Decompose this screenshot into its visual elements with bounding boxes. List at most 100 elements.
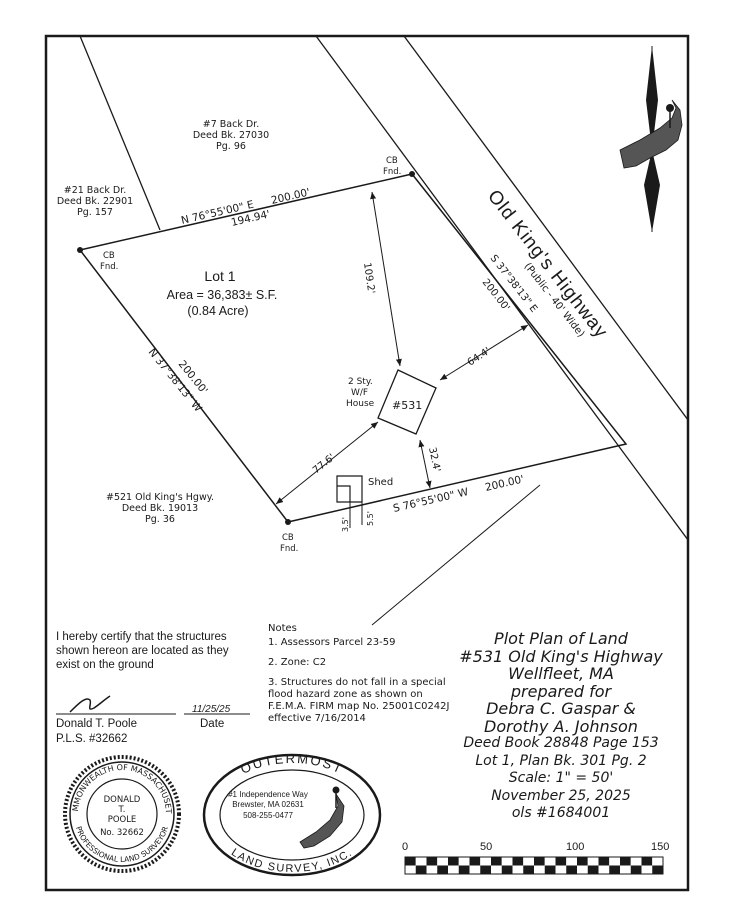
- cb-marker-nw: [77, 247, 83, 253]
- offset-arrow-77: [275, 421, 379, 505]
- scale-bar-segment: [587, 857, 599, 866]
- shed-label: Shed: [368, 477, 393, 488]
- offset-label-77: 77.6': [311, 452, 337, 476]
- scale-bar-segment: [426, 865, 438, 874]
- scale-bar-segment: [652, 857, 663, 866]
- scale-bar-segment: [609, 865, 620, 874]
- note-2: 2. Zone: C2: [268, 657, 327, 668]
- south-bearing: S 76°55'00" W: [392, 486, 470, 515]
- scale-bar-segment: [566, 865, 577, 874]
- lot-area: Area = 36,383± S.F.: [167, 288, 278, 302]
- scale-bar-segment: [458, 865, 470, 874]
- house-label-2: W/F: [351, 388, 368, 398]
- offset-label-109: 109.2': [361, 262, 376, 295]
- scale-bar-segment: [426, 857, 438, 866]
- parcel-521-line1: #521 Old King's Hgwy.: [106, 492, 214, 503]
- house-footprint: [377, 369, 437, 435]
- road-line-east: [403, 37, 687, 420]
- title-line-3: Wellfleet, MA: [508, 664, 614, 683]
- scale-bar-segment: [448, 865, 459, 874]
- scale-bar-segment: [415, 857, 427, 866]
- scale-label-0: 0: [402, 841, 408, 853]
- scale-bar-segment: [587, 865, 599, 874]
- scale-bar-segment: [523, 857, 534, 866]
- scale-bar-segment: [458, 857, 470, 866]
- fnd-label-ne: Fnd.: [383, 167, 401, 177]
- title-line-1: Plot Plan of Land: [494, 629, 628, 648]
- scale-bar-segment: [437, 865, 448, 874]
- scale-bar-segment: [480, 857, 491, 866]
- scale-bar-segment: [652, 865, 663, 874]
- lot-acre: (0.84 Acre): [187, 304, 248, 318]
- scale-bar-segment: [620, 857, 631, 866]
- certification-text: I hereby certify that the structures sho…: [56, 631, 229, 671]
- parcel-7-line1: #7 Back Dr.: [203, 119, 259, 130]
- parcel-21-line2: Deed Bk. 22901: [57, 196, 133, 207]
- scale-bar-segment: [501, 857, 513, 866]
- parcel-21-line1: #21 Back Dr.: [64, 185, 127, 196]
- scale-label-150: 150: [651, 841, 669, 853]
- surveyor-license: P.L.S. #32662: [56, 733, 128, 745]
- title-line-9: Scale: 1" = 50': [508, 770, 614, 786]
- scale-bar: [404, 856, 664, 875]
- north-arrow-icon: [619, 46, 683, 232]
- logo-address-1: #1 Independence Way: [228, 790, 308, 799]
- logo-phone: 508-255-0477: [243, 811, 293, 820]
- scale-bar-segment: [555, 865, 567, 874]
- company-logo: OUTERMOST LAND SURVEY, INC. #1 Independe…: [202, 751, 382, 877]
- house-label-3: House: [346, 399, 375, 409]
- surveyor-name: Donald T. Poole: [56, 718, 137, 730]
- neighbor-line: [79, 37, 161, 231]
- title-line-5: Debra C. Gaspar &: [486, 699, 636, 718]
- house-label-1: 2 Sty.: [348, 377, 373, 387]
- title-line-10: November 25, 2025: [491, 787, 631, 804]
- scale-bar-segment: [448, 857, 459, 866]
- scale-bar-segment: [544, 857, 556, 866]
- scale-bar-segment: [577, 857, 588, 866]
- cb-label-nw: CB: [103, 251, 115, 261]
- scale-bar-segment: [415, 865, 427, 874]
- scale-bar-segment: [512, 857, 524, 866]
- scale-bar-segment: [577, 865, 588, 874]
- offset-label-64: 64.4': [466, 346, 493, 369]
- lower-extension-line: [371, 484, 541, 626]
- scale-bar-segment: [598, 865, 610, 874]
- scale-bar-outline: [404, 856, 664, 875]
- note-1: 1. Assessors Parcel 23-59: [268, 637, 396, 648]
- seal-name-3: POOLE: [108, 815, 137, 825]
- scale-label-100: 100: [566, 841, 584, 853]
- scale-bar-segment: [566, 857, 577, 866]
- surveyor-signature: [69, 695, 111, 713]
- lot-boundary: [78, 173, 628, 523]
- title-line-2: #531 Old King's Highway: [459, 646, 663, 666]
- date-label: Date: [200, 718, 225, 730]
- notes-section: Notes 1. Assessors Parcel 23-59 2. Zone:…: [268, 623, 453, 733]
- scale-bar-segment: [405, 865, 416, 874]
- scale-bar-segment: [620, 865, 631, 874]
- offset-arrow-109: [370, 191, 402, 367]
- scale-bar-segment: [501, 865, 513, 874]
- scale-bar-segment: [480, 865, 491, 874]
- logo-address-2: Brewster, MA 02631: [232, 800, 304, 809]
- parcel-7-line2: Deed Bk. 27030: [193, 130, 269, 141]
- scale-bar-segment: [534, 865, 545, 874]
- scale-bar-segment: [523, 865, 534, 874]
- fnd-label-nw: Fnd.: [100, 262, 118, 272]
- title-block: Plot Plan of Land #531 Old King's Highwa…: [436, 630, 686, 823]
- scale-bar-segment: [437, 857, 448, 866]
- offset-arrow-64: [439, 324, 529, 381]
- parcel-521-line3: Pg. 36: [145, 514, 175, 525]
- lot-title: Lot 1: [204, 268, 235, 284]
- sheet-border: [44, 34, 690, 892]
- scale-bar-segment: [641, 857, 653, 866]
- seal-name-2: T.: [118, 805, 126, 815]
- seal-number: No. 32662: [100, 828, 144, 838]
- title-line-8: Lot 1, Plan Bk. 301 Pg. 2: [475, 752, 647, 769]
- scale-bar-segment: [491, 865, 502, 874]
- south-distance: 200.00': [484, 473, 525, 494]
- scale-bar-segment: [512, 865, 524, 874]
- title-line-4: prepared for: [510, 681, 612, 701]
- note-3: 3. Structures do not fall in a special f…: [268, 677, 450, 724]
- scale-bar-segment: [534, 857, 545, 866]
